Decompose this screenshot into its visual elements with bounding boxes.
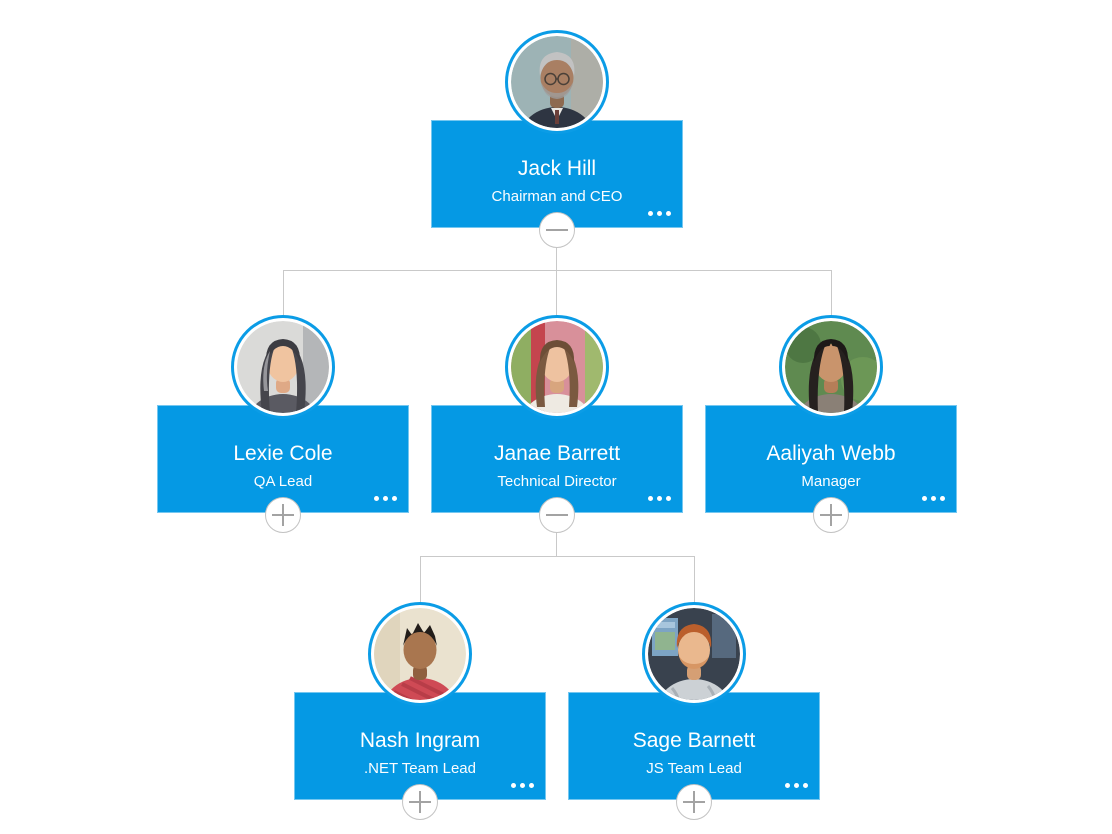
collapse-button[interactable] xyxy=(539,497,575,533)
connector-line xyxy=(831,271,832,318)
employee-card[interactable]: Janae Barrett Technical Director xyxy=(431,405,683,513)
avatar xyxy=(368,602,472,706)
collapse-button[interactable] xyxy=(539,212,575,248)
avatar xyxy=(505,30,609,134)
connector-line xyxy=(556,271,557,318)
ellipsis-icon[interactable] xyxy=(648,496,671,501)
avatar xyxy=(231,315,335,419)
expand-button[interactable] xyxy=(402,784,438,820)
employee-name: Lexie Cole xyxy=(233,442,333,465)
ellipsis-icon[interactable] xyxy=(374,496,397,501)
employee-name: Janae Barrett xyxy=(493,442,621,465)
employee-title: Manager xyxy=(801,473,861,490)
connector-line xyxy=(420,556,695,557)
minus-icon xyxy=(546,514,568,516)
employee-card[interactable]: Sage Barnett JS Team Lead xyxy=(568,692,820,800)
employee-card[interactable]: Aaliyah Webb Manager xyxy=(705,405,957,513)
org-node-nash-ingram[interactable]: Nash Ingram .NET Team Lead xyxy=(294,602,546,820)
employee-card[interactable]: Jack Hill Chairman and CEO xyxy=(431,120,683,228)
org-node-janae-barrett[interactable]: Janae Barrett Technical Director xyxy=(431,315,683,533)
employee-title: .NET Team Lead xyxy=(363,760,476,777)
ellipsis-icon[interactable] xyxy=(922,496,945,501)
org-node-aaliyah-webb[interactable]: Aaliyah Webb Manager xyxy=(705,315,957,533)
employee-name: Jack Hill xyxy=(517,157,597,180)
ellipsis-icon[interactable] xyxy=(785,783,808,788)
connector-line xyxy=(556,533,557,557)
employee-title: Chairman and CEO xyxy=(491,188,623,205)
employee-title: Technical Director xyxy=(497,473,617,490)
expand-button[interactable] xyxy=(265,497,301,533)
connector-line xyxy=(420,557,421,605)
org-node-sage-barnett[interactable]: Sage Barnett JS Team Lead xyxy=(568,602,820,820)
connector-line xyxy=(694,557,695,605)
employee-name: Sage Barnett xyxy=(632,729,756,752)
avatar xyxy=(642,602,746,706)
employee-title: QA Lead xyxy=(253,473,313,490)
employee-name: Nash Ingram xyxy=(359,729,481,752)
employee-name: Aaliyah Webb xyxy=(766,442,896,465)
ellipsis-icon[interactable] xyxy=(648,211,671,216)
connector-line xyxy=(556,248,557,271)
org-node-lexie-cole[interactable]: Lexie Cole QA Lead xyxy=(157,315,409,533)
avatar xyxy=(505,315,609,419)
minus-icon xyxy=(546,229,568,231)
connector-line xyxy=(283,271,284,318)
employee-title: JS Team Lead xyxy=(646,760,742,777)
avatar xyxy=(779,315,883,419)
org-node-jack-hill[interactable]: Jack Hill Chairman and CEO xyxy=(431,30,683,248)
ellipsis-icon[interactable] xyxy=(511,783,534,788)
expand-button[interactable] xyxy=(676,784,712,820)
employee-card[interactable]: Nash Ingram .NET Team Lead xyxy=(294,692,546,800)
expand-button[interactable] xyxy=(813,497,849,533)
connector-line xyxy=(283,270,832,271)
